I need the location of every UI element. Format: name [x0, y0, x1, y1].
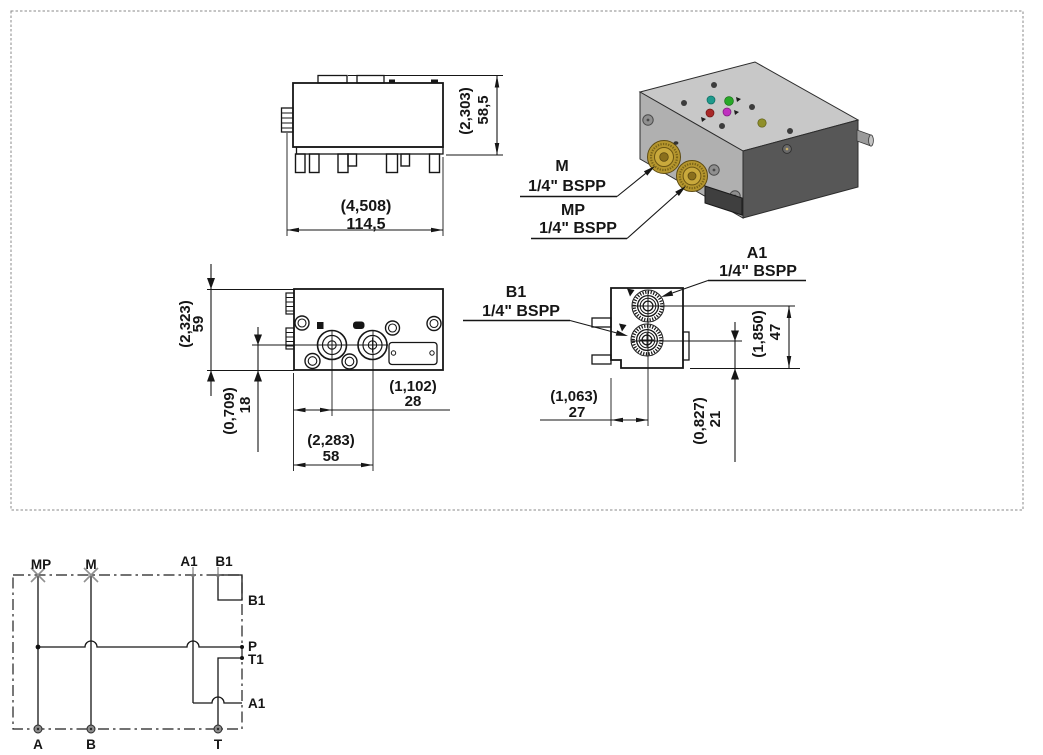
dim-plan-height-in: (2,323) [177, 300, 194, 348]
bottom-terminals [33, 724, 223, 734]
dot-green [724, 96, 734, 106]
label-b1-thread: 1/4" BSPP [482, 303, 560, 320]
plan-connector [285, 292, 295, 350]
top-bump [389, 79, 395, 83]
bolt-holes [294, 315, 442, 370]
plug-symbol-m [83, 567, 99, 583]
dim-plan-port2-in: (2,283) [307, 432, 355, 449]
label-m-thread: 1/4" BSPP [528, 178, 606, 195]
plan-view: (2,323) 59 (0,709) 18 (1,102) 28 (2,283)… [177, 264, 450, 471]
end-foot [591, 354, 612, 365]
junction-dot [35, 644, 41, 650]
name-plate [388, 341, 438, 366]
dim-end-height-mm: 47 [767, 324, 784, 341]
label-mp: MP [561, 202, 585, 219]
top-tab [317, 74, 348, 84]
dim-side-width-in: (4,508) [341, 198, 392, 215]
schematic-label-p: P [248, 639, 257, 654]
side-connector [280, 107, 294, 133]
dot-olive [757, 118, 767, 128]
end-port-a1 [631, 289, 665, 323]
callout-a1: A1 1/4" BSPP [661, 245, 806, 297]
plan-port-m [316, 329, 348, 361]
mounting-feet [294, 153, 441, 174]
label-a1-thread: 1/4" BSPP [719, 263, 797, 280]
dim-end-offset-in: (0,827) [691, 397, 708, 445]
end-port-b1 [630, 323, 664, 357]
iso-port-m [647, 140, 681, 174]
schematic-label-a: A [33, 737, 43, 752]
schematic-label-a1-top: A1 [180, 554, 198, 569]
schematic-label-b: B [86, 737, 96, 752]
callout-b1: B1 1/4" BSPP [463, 284, 628, 336]
plug-symbol-mp [30, 567, 46, 583]
schematic-boundary [12, 574, 243, 730]
leader-arrow [675, 186, 686, 196]
top-tab [356, 74, 385, 84]
dim-end-height-in: (1,850) [750, 310, 767, 358]
dim-plan-offset-in: (0,709) [221, 387, 238, 435]
dot-red [705, 108, 715, 118]
schematic-label-b1-right: B1 [248, 593, 266, 608]
hydraulic-schematic: MP M A1 B1 B1 P T1 A1 A B T [12, 554, 266, 752]
schematic-label-m: M [85, 557, 96, 572]
dim-plan-port1-mm: 28 [405, 393, 422, 410]
junction-dot [240, 656, 244, 660]
dot-magenta [722, 107, 732, 117]
dim-side-width-mm: 114,5 [346, 216, 385, 233]
dim-plan-offset-mm: 18 [237, 397, 254, 414]
engraved-mark [353, 321, 365, 329]
dim-plan-port2-mm: 58 [323, 448, 340, 465]
sheet-frame [10, 10, 1024, 511]
dim-side-height-mm: 58,5 [475, 95, 492, 124]
iso-top-features [681, 82, 793, 134]
schematic-label-a1-right: A1 [248, 696, 266, 711]
plan-port-mp [357, 329, 388, 361]
label-a1: A1 [747, 245, 768, 262]
dim-end-offset-mm: 21 [707, 411, 724, 428]
engraved-mark [317, 322, 324, 329]
dim-end-width-in: (1,063) [550, 388, 598, 405]
engraved-mark [619, 323, 627, 332]
leader-arrow [661, 290, 674, 297]
label-mp-thread: 1/4" BSPP [539, 220, 617, 237]
dim-plan-height-mm: 59 [190, 316, 207, 333]
junction-dot [240, 645, 244, 649]
engraved-mark [627, 288, 635, 297]
iso-view: M 1/4" BSPP MP 1/4" BSPP [520, 61, 874, 240]
leader-arrow [615, 330, 628, 336]
iso-port-mp [676, 160, 708, 192]
callout-m: M 1/4" BSPP [520, 158, 655, 198]
end-view: (1,850) 47 (0,827) 21 (1,063) 27 A1 1/4"… [463, 245, 806, 462]
leader-arrow [643, 166, 655, 176]
schematic-label-mp: MP [31, 557, 51, 572]
dim-end-width-mm: 27 [569, 404, 586, 421]
schematic-label-b1-top: B1 [215, 554, 233, 569]
callout-mp: MP 1/4" BSPP [531, 186, 686, 240]
dim-side-height-in: (2,303) [457, 87, 474, 135]
schematic-label-t: T [214, 737, 223, 752]
iso-right-face [742, 119, 859, 219]
end-foot [591, 317, 612, 328]
schematic-label-t1: T1 [248, 652, 264, 667]
top-bump [431, 79, 438, 83]
side-view: (2,303) 58,5 (4,508) 114,5 [280, 74, 503, 236]
iso-label-plate [704, 185, 743, 216]
circuit-lines [37, 574, 243, 729]
iso-pin [856, 129, 874, 147]
label-m: M [555, 158, 568, 175]
dot-teal [706, 95, 716, 105]
label-b1: B1 [506, 284, 527, 301]
dim-plan-port1-in: (1,102) [389, 378, 437, 395]
